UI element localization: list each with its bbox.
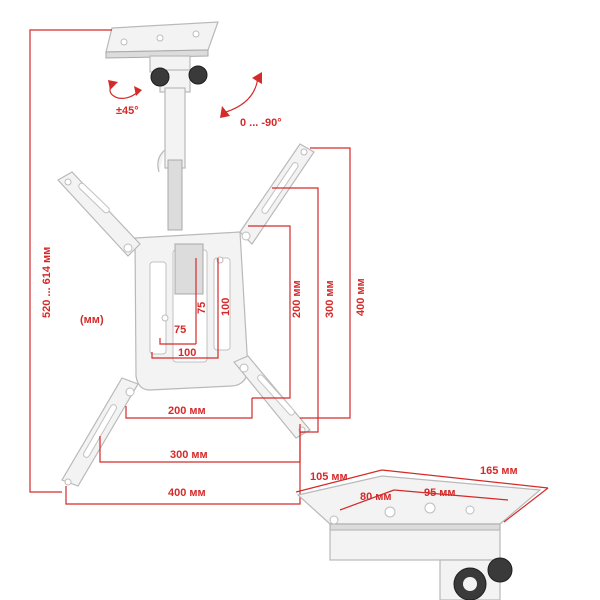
tilt-label: 0 ... -90°: [240, 117, 282, 129]
vesa-center-plate: [134, 231, 249, 391]
vesa-200-horizontal-label: 200 мм: [168, 405, 206, 417]
arm-lower-right: [233, 355, 311, 439]
rotation-label: ±45°: [116, 105, 139, 117]
plate-80-label: 80 мм: [360, 491, 392, 503]
vesa-300-vertical-label: 300 мм: [324, 280, 336, 318]
inner-100-vertical-label: 100: [220, 298, 232, 316]
vesa-400-vertical-label: 400 мм: [355, 278, 367, 316]
dimension-lines: [29, 29, 351, 505]
inner-75-horizontal-label: 75: [174, 324, 186, 336]
ceiling-plate-detail: [295, 469, 549, 600]
vesa-300-horizontal-label: 300 мм: [170, 449, 208, 461]
telescopic-pole: [157, 87, 186, 231]
tilt-knob-left: [150, 67, 170, 87]
plate-95-label: 95 мм: [424, 487, 456, 499]
plate-105-label: 105 мм: [310, 471, 348, 483]
inner-100-horizontal-label: 100: [178, 347, 196, 359]
ceiling-mount-illustration: [57, 21, 315, 487]
vesa-400-horizontal-label: 400 мм: [168, 487, 206, 499]
vesa-200-vertical-label: 200 мм: [291, 280, 303, 318]
height-range-label: 520 ... 614 мм: [41, 247, 53, 318]
rotation-arrow-icon: [108, 80, 142, 99]
tilt-arrow-icon: [220, 72, 262, 118]
tilt-knob-right: [188, 65, 208, 85]
arm-lower-left: [61, 377, 139, 487]
arm-upper-left: [57, 171, 141, 257]
swivel-bracket: [149, 55, 208, 93]
detail-knob-right: [487, 557, 513, 583]
inner-75-vertical-label: 75: [196, 302, 208, 314]
units-label: (мм): [80, 314, 104, 326]
ceiling-plate: [105, 21, 219, 59]
plate-165-label: 165 мм: [480, 465, 518, 477]
arm-upper-right: [239, 143, 315, 245]
